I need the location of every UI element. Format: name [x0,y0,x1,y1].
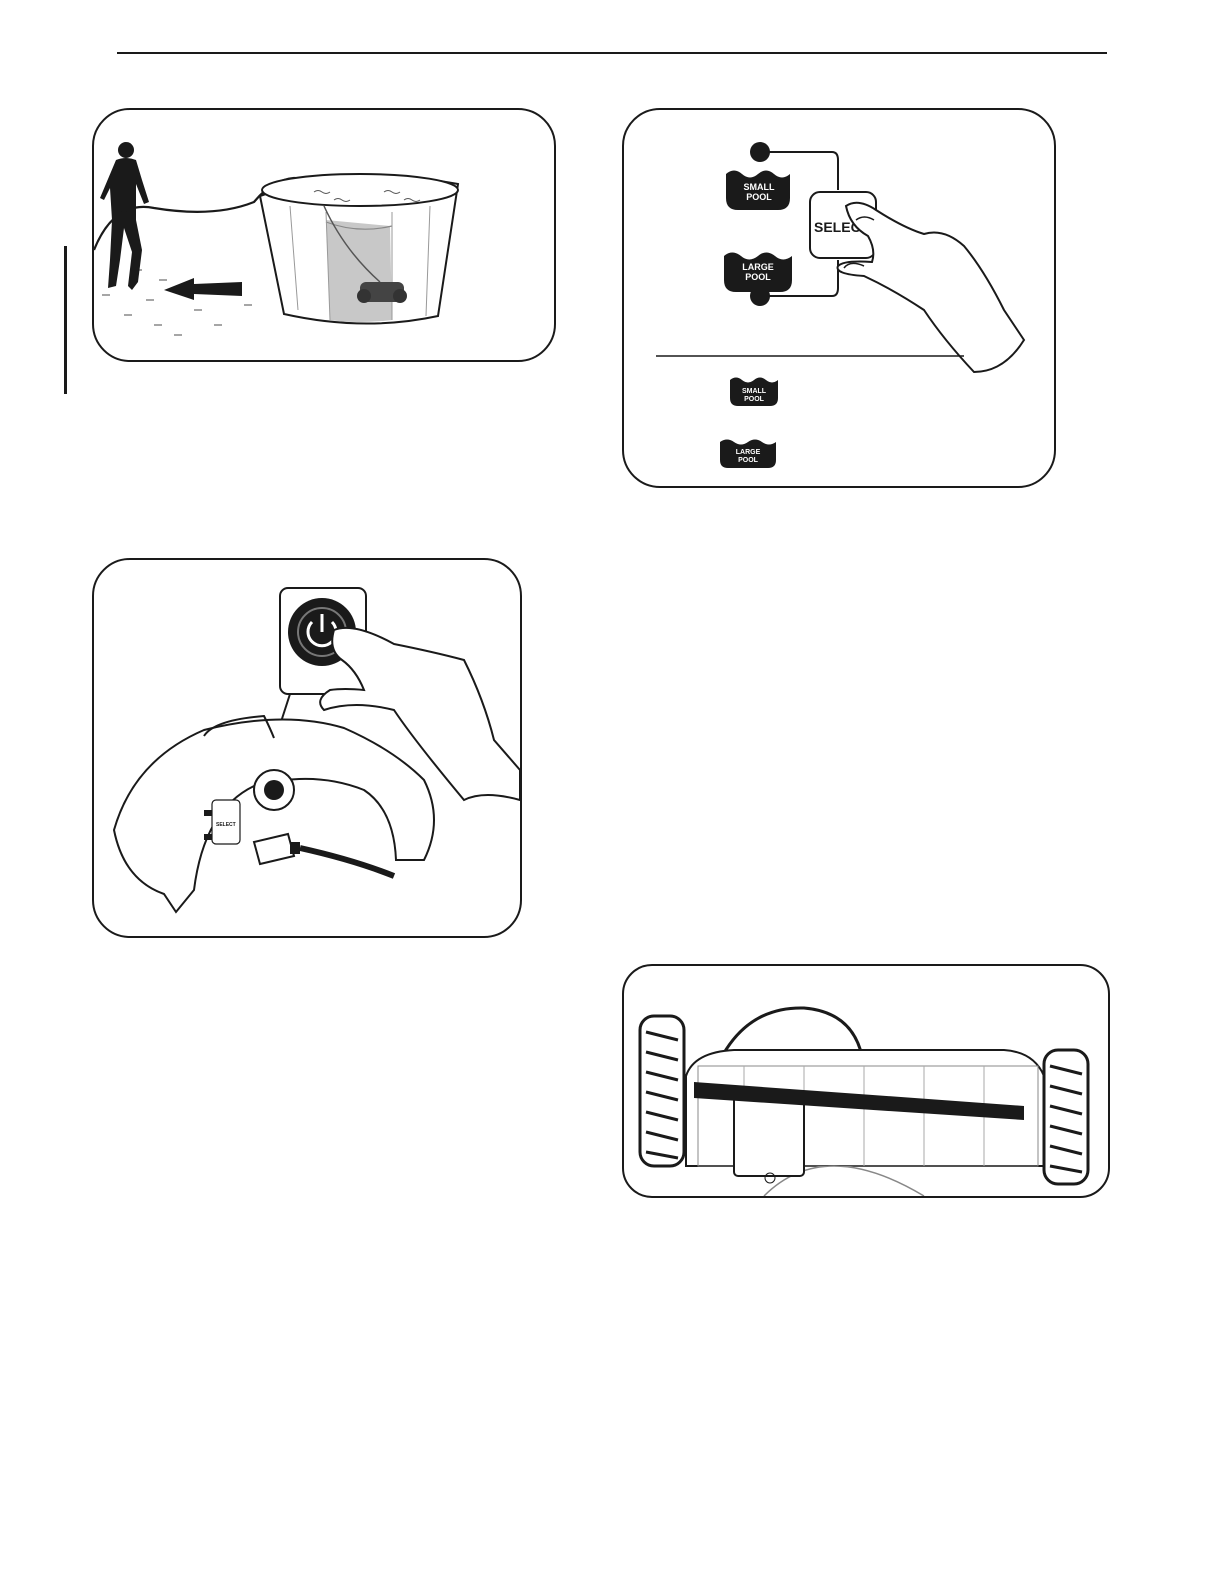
small-pool-icon: SMALL POOL [726,171,790,211]
above-ground-pool [260,174,458,324]
pressing-hand [838,203,1024,372]
large-pool-icon: LARGE POOL [724,253,792,293]
robot-top-view-illustration [622,964,1110,1198]
header-rule [117,52,1107,54]
power-supply-unit: SELECT [114,716,434,912]
ground-marks [102,270,252,335]
small-pool-led [750,142,770,162]
small-pool-label-1: SMALL [744,182,775,192]
left-wheel [640,1016,684,1166]
right-wheel [1044,1050,1088,1184]
direction-arrow [164,278,242,300]
legend-large-label-2: POOL [738,457,759,464]
legend-small-label-1: SMALL [742,388,767,395]
legend-large-pool-icon: LARGE POOL [720,440,776,469]
pool-placement-illustration [92,108,556,362]
person-silhouette [100,142,149,290]
legend-small-label-2: POOL [744,396,765,403]
small-pool-label-2: POOL [746,192,772,202]
large-pool-label-1: LARGE [742,262,774,272]
large-pool-label-2: POOL [745,272,771,282]
robot-body [686,1050,1044,1196]
device-select-label: SELECT [216,822,236,828]
mode-selection-illustration: SMALL POOL LARGE POOL SELECT SMALL POOL [622,108,1056,488]
legend-large-label-1: LARGE [736,449,761,456]
power-button-illustration: SELECT [92,558,522,938]
legend-small-pool-icon: SMALL POOL [730,378,778,407]
margin-bar [64,246,67,394]
